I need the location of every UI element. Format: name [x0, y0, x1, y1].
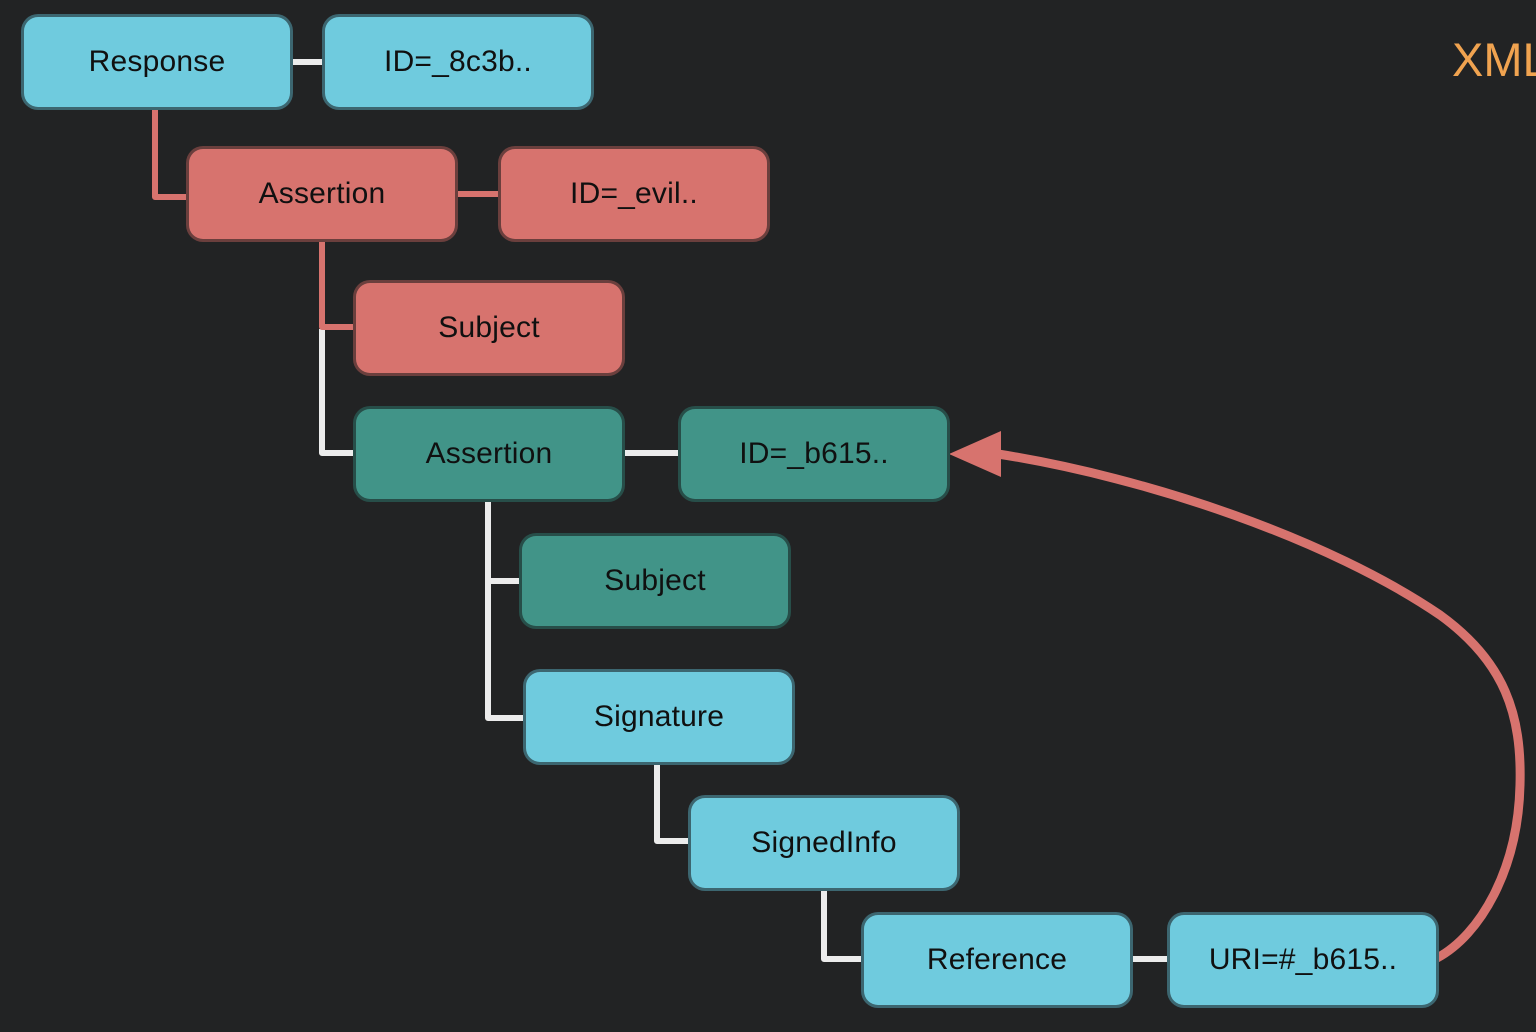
node-assertion-original-id: ID=_b615..: [678, 406, 950, 502]
node-reference: Reference: [861, 912, 1133, 1008]
edge-assertionoriginal-to-subject: [485, 500, 519, 584]
node-response-id: ID=_8c3b..: [322, 14, 594, 110]
node-subject-original: Subject: [519, 533, 791, 629]
reference-arrow-curve: [993, 449, 1525, 963]
node-assertion-evil-id: ID=_evil..: [498, 146, 770, 242]
edge-response-to-assertionevil: [152, 110, 186, 200]
reference-arrowhead-icon: [949, 431, 1001, 477]
node-assertion-evil: Assertion: [186, 146, 458, 242]
xml-watermark-label: XML: [1452, 33, 1536, 86]
edge-assertionevil-to-subjectevil: [319, 242, 353, 330]
node-response-label: Response: [88, 45, 226, 78]
node-response-id-label: ID=_8c3b..: [384, 45, 532, 78]
edge-signedinfo-to-reference: [821, 891, 861, 962]
node-subject-evil-label: Subject: [438, 311, 540, 344]
node-signedinfo: SignedInfo: [688, 795, 960, 891]
node-response: Response: [21, 14, 293, 110]
node-assertion-evil-id-label: ID=_evil..: [570, 177, 698, 210]
node-subject-evil: Subject: [353, 280, 625, 376]
edge-assertionevil-to-assertionoriginal: [319, 329, 353, 456]
node-signature: Signature: [523, 669, 795, 765]
node-assertion-original: Assertion: [353, 406, 625, 502]
node-assertion-original-label: Assertion: [425, 437, 553, 470]
node-reference-uri: URI=#_b615..: [1167, 912, 1439, 1008]
node-reference-uri-label: URI=#_b615..: [1208, 943, 1398, 976]
node-assertion-evil-label: Assertion: [258, 177, 386, 210]
node-signedinfo-label: SignedInfo: [751, 826, 897, 859]
node-reference-label: Reference: [926, 943, 1068, 976]
node-signature-label: Signature: [593, 700, 725, 733]
edge-signature-to-signedinfo: [654, 765, 688, 844]
node-subject-original-label: Subject: [604, 564, 706, 597]
node-assertion-original-id-label: ID=_b615..: [739, 437, 889, 470]
edge-assertionoriginal-to-signature: [485, 581, 523, 721]
